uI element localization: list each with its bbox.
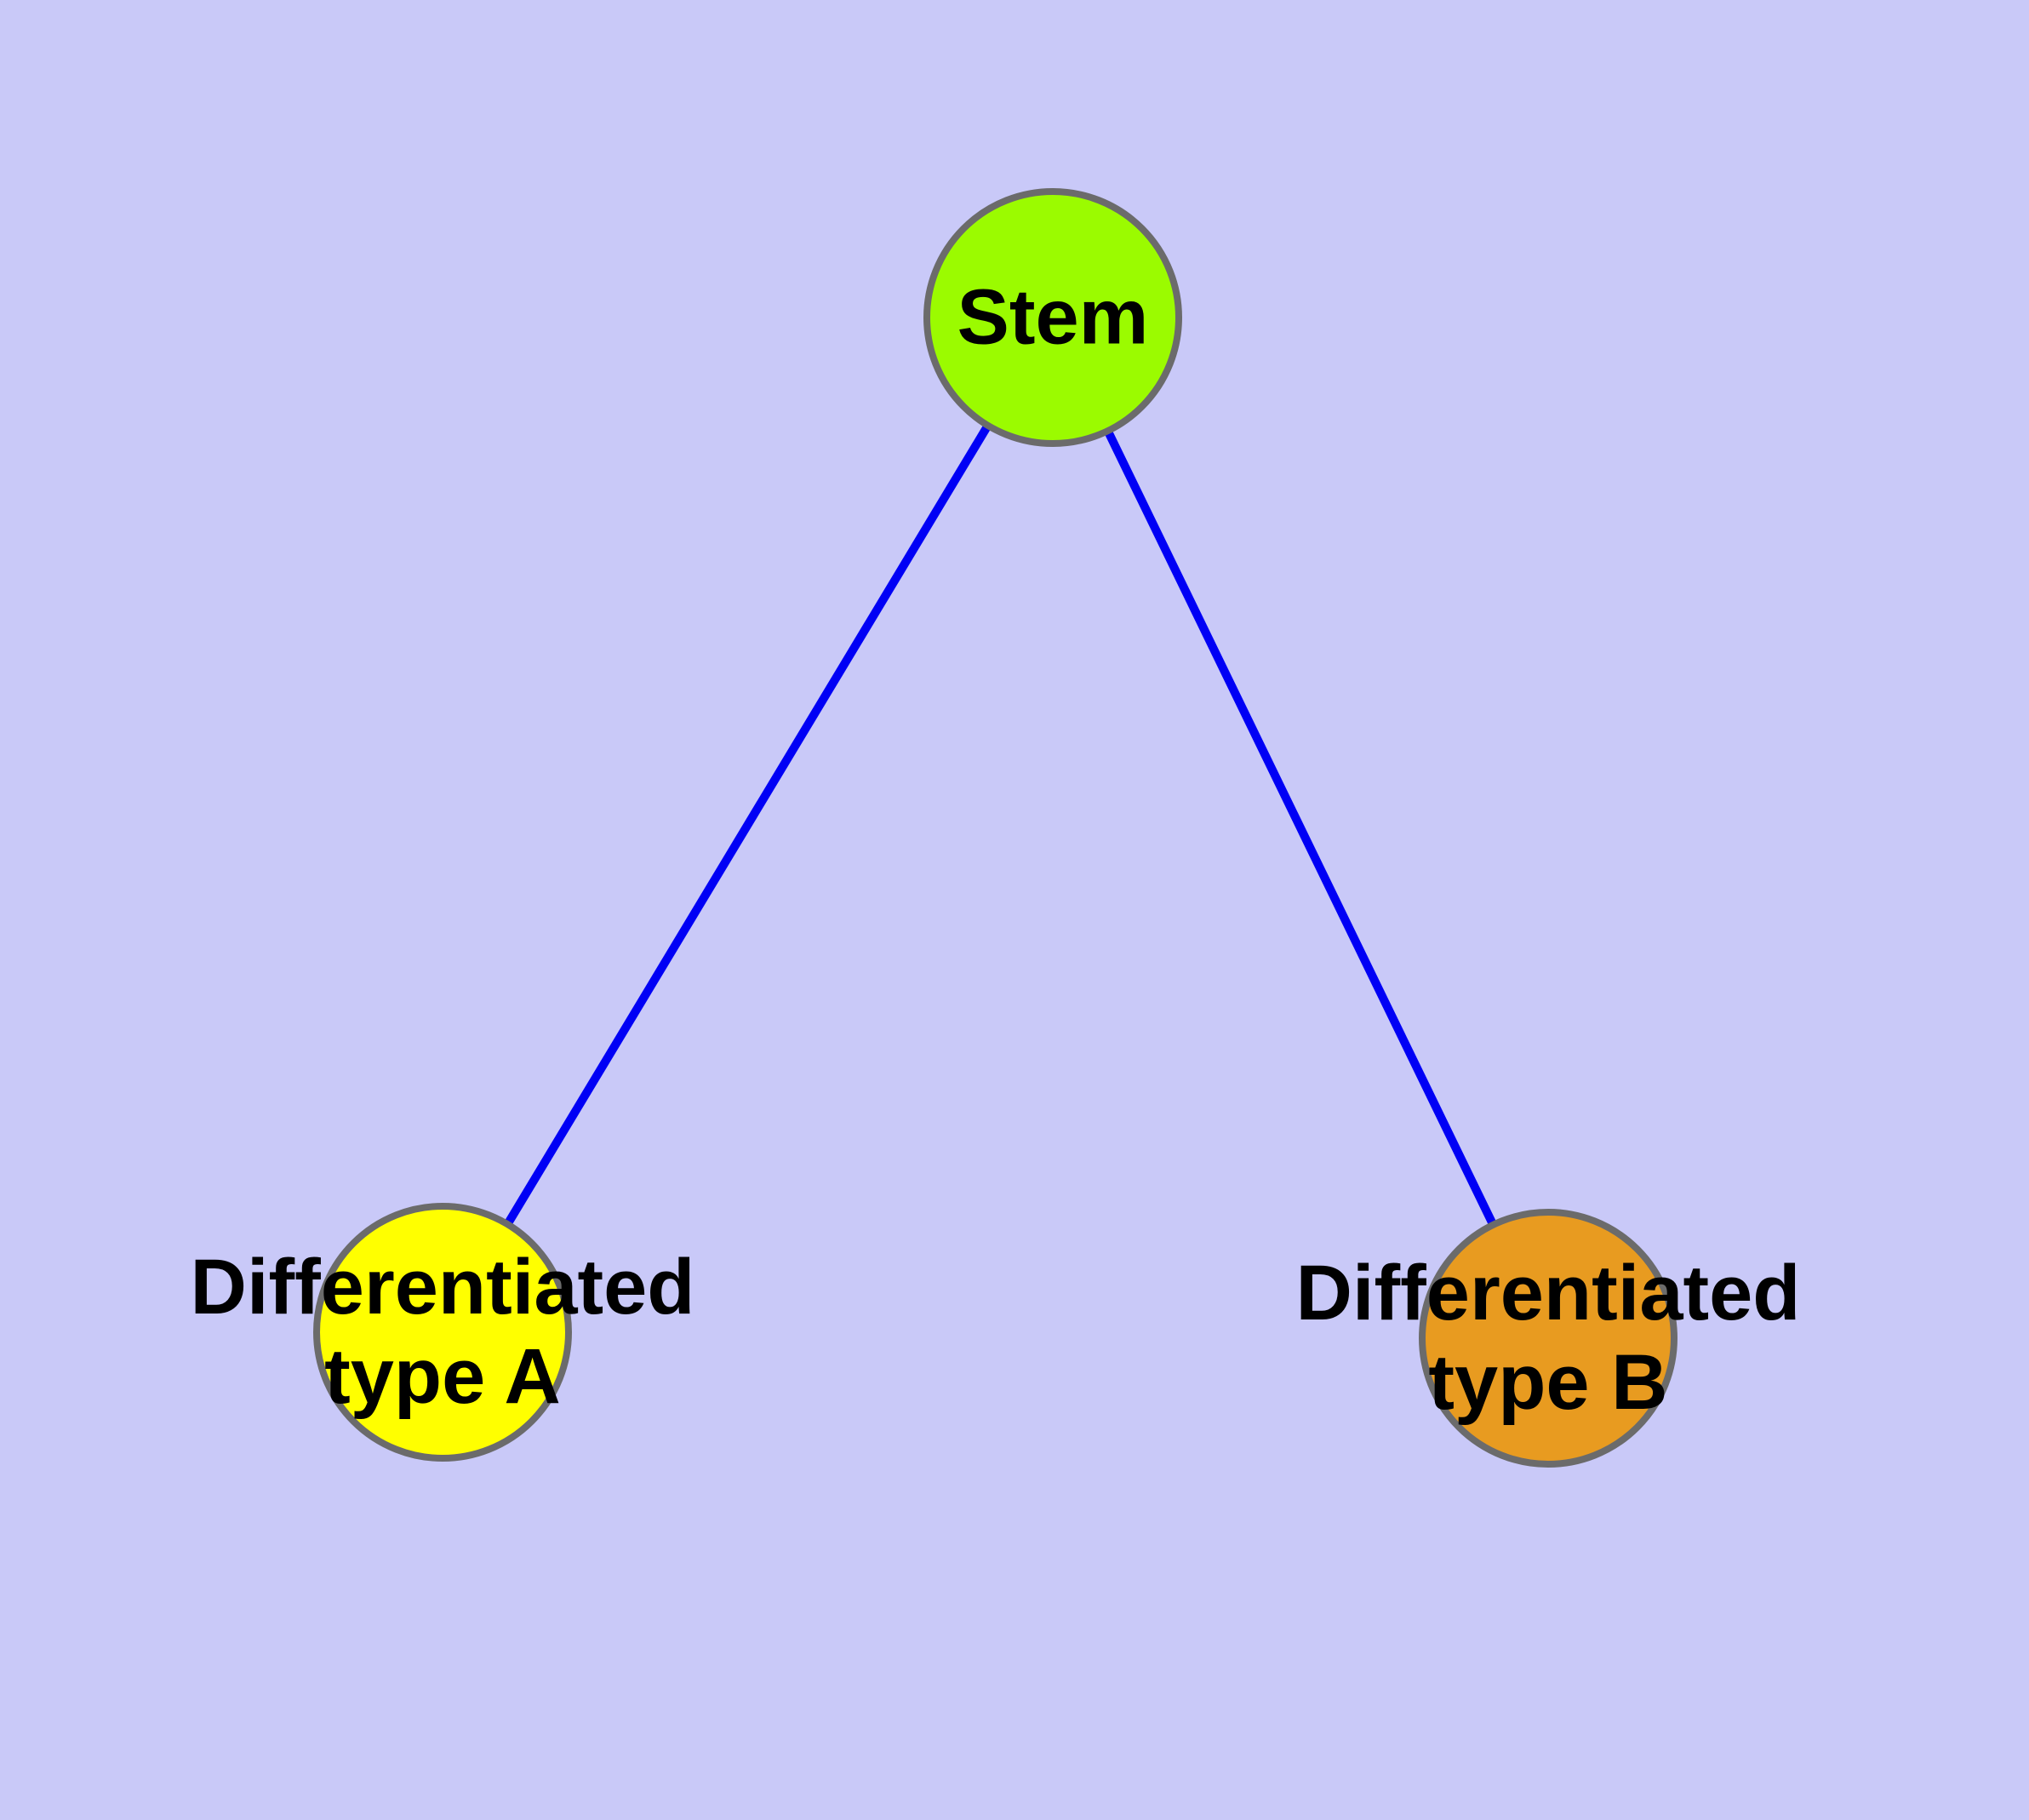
node-stem-circle: Stem [923, 188, 1182, 447]
node-stem-label: Stem [957, 273, 1149, 361]
node-differentiated-type-b-label: Differentiated type B [1295, 1250, 1801, 1426]
node-differentiated-type-a-label: Differentiated type A [190, 1244, 695, 1420]
edge-stem-to-type-a [438, 315, 1057, 1335]
node-differentiated-type-b-circle: Differentiated type B [1296, 1209, 1800, 1468]
node-differentiated-type-a-circle: Differentiated type A [191, 1203, 694, 1462]
edge-stem-to-type-b [1049, 315, 1552, 1341]
